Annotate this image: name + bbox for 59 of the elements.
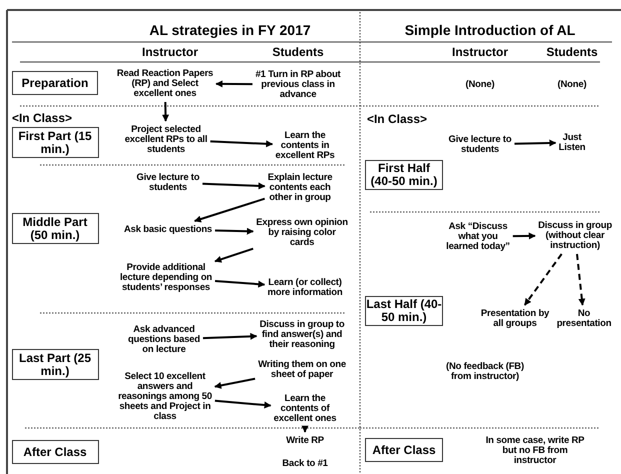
step-text: Express own opinion by raising color cards [256, 218, 348, 248]
note-text: (No feedback (FB) from instructor) [445, 362, 525, 382]
step-text: Project selected excellent RPs to all students [118, 125, 214, 155]
phase-box: Last Half (40-50 min.) [365, 296, 443, 326]
step-text: Learn the contents in excellent RPs [265, 131, 345, 161]
arrow [302, 426, 308, 433]
column-heading: Students [271, 45, 325, 59]
phase-box: First Half (40-50 min.) [365, 160, 443, 190]
arrow [210, 140, 274, 148]
arrow [214, 280, 266, 288]
step-text: Give lecture to students [128, 173, 208, 193]
column-heading: Students [545, 45, 599, 59]
note-text: (None) [464, 80, 496, 90]
arrow [524, 253, 562, 306]
arrow [214, 248, 254, 263]
arrow [215, 80, 252, 88]
phase-box: After Class [365, 438, 443, 462]
step-text: No presentation [551, 309, 617, 329]
section-label: <In Class> [366, 112, 428, 126]
section-label: <In Class> [10, 111, 74, 125]
arrow [214, 378, 256, 389]
phase-box: First Part (15 min.) [12, 127, 98, 158]
step-text: Provide additional lecture depending on students’ responses [116, 263, 216, 293]
panel-title: AL strategies in FY 2017 [148, 22, 312, 38]
step-text: Read Reaction Papers (RP) and Select excellent ones [115, 69, 215, 99]
step-text: Presentation by all groups [480, 309, 550, 329]
step-text: Write RP [275, 436, 335, 446]
step-text: Writing them on one sheet of paper [254, 360, 350, 380]
step-text: Give lecture to students [445, 135, 515, 155]
arrow [514, 140, 556, 146]
step-text: Ask basic questions [118, 225, 218, 235]
step-text: Discuss in group to find answer(s) and their reasoning [254, 320, 350, 350]
arrow [215, 228, 254, 235]
step-text: Just Listen [550, 133, 594, 153]
phase-box: Middle Part (50 min.) [12, 213, 98, 244]
arrow [202, 332, 258, 340]
step-text: Select 10 excellent answers and reasonings among 50 sheets and Project in class [115, 372, 215, 422]
step-text: Ask advanced questions based on lecture [122, 325, 206, 355]
phase-box: Preparation [12, 71, 98, 95]
note-text: (None) [556, 80, 588, 90]
phase-box: Last Part (25 min.) [12, 349, 98, 380]
arrow [202, 182, 266, 190]
column-heading: Instructor [450, 45, 509, 59]
panel-title: Simple Introduction of AL [404, 22, 576, 38]
column-heading: Instructor [140, 45, 199, 59]
arrow [576, 254, 586, 306]
step-text: Explain lecture contents each other in group [259, 173, 341, 203]
arrow [194, 198, 265, 222]
note-text: Back to #1 [281, 459, 329, 469]
arrow [512, 232, 536, 240]
note-text: In some case, write RP but no FB from instructor [484, 436, 586, 466]
phase-box: After Class [12, 440, 98, 464]
step-text: Learn (or collect) more information [258, 278, 352, 298]
arrow [162, 102, 170, 122]
arrow [214, 400, 272, 408]
step-text: Learn the contents of excellent ones [268, 394, 342, 424]
step-text: #1 Turn in RP about previous class in advance [253, 70, 343, 100]
step-text: Discuss in group (without clear instruction) [535, 221, 615, 251]
step-text: Ask “Discuss what you learned today” [443, 222, 513, 252]
